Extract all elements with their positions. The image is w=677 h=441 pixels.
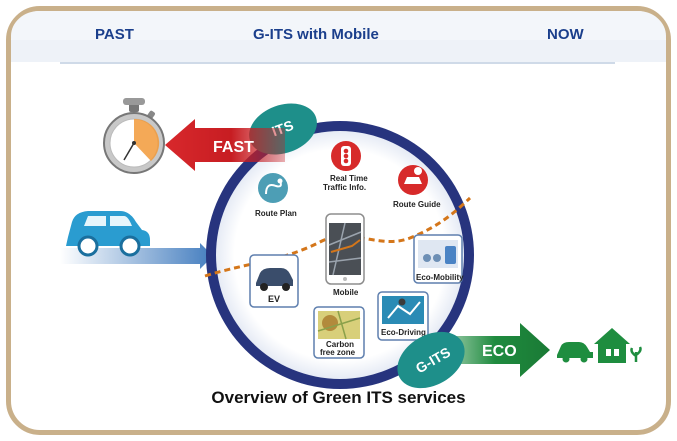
eco-arrow-label: ECO [482, 343, 517, 360]
fast-arrow-label: FAST [213, 139, 254, 156]
now-heading: NOW [547, 26, 584, 43]
past-heading: PAST [95, 26, 134, 43]
mobile-service: Mobile [325, 213, 365, 297]
g-its-badge: G-ITS [397, 331, 465, 389]
eco-mobility-label: Eco-Mobility [416, 273, 464, 282]
route-plan-service: Route Plan [255, 173, 297, 218]
header-band [11, 11, 666, 64]
g-its-heading: G-ITS with Mobile [253, 26, 379, 43]
ev-label: EV [268, 294, 280, 304]
diagram-caption: Overview of Green ITS services [211, 388, 466, 407]
fast-arrow: FAST [165, 119, 285, 171]
car-icon [66, 211, 150, 257]
stopwatch-icon [103, 98, 165, 174]
eco-mobility-service: Eco-Mobility [413, 234, 464, 284]
mobile-label: Mobile [333, 288, 359, 297]
eco-car-icon [557, 342, 593, 363]
route-guide-service: Route Guide [393, 165, 441, 209]
route-guide-label: Route Guide [393, 200, 441, 209]
past-trail [60, 243, 213, 269]
ev-service: EV [249, 254, 299, 308]
route-plan-label: Route Plan [255, 209, 297, 218]
eco-driving-label: Eco-Driving [381, 328, 426, 337]
real-time-label-2: Traffic Info. [323, 183, 366, 192]
carbon-label-1: Carbon [326, 340, 354, 349]
eco-arrow: ECO [440, 323, 550, 377]
carbon-free-zone-service: Carbon free zone [313, 306, 365, 359]
carbon-label-2: free zone [320, 348, 356, 357]
route-plan-icon [258, 173, 288, 203]
real-time-label-1: Real Time [330, 174, 368, 183]
eco-driving-service: Eco-Driving [377, 291, 429, 341]
real-time-traffic-service: Real Time Traffic Info. [323, 141, 368, 192]
eco-house-icon [594, 328, 642, 363]
ev-car-icon [256, 268, 293, 286]
